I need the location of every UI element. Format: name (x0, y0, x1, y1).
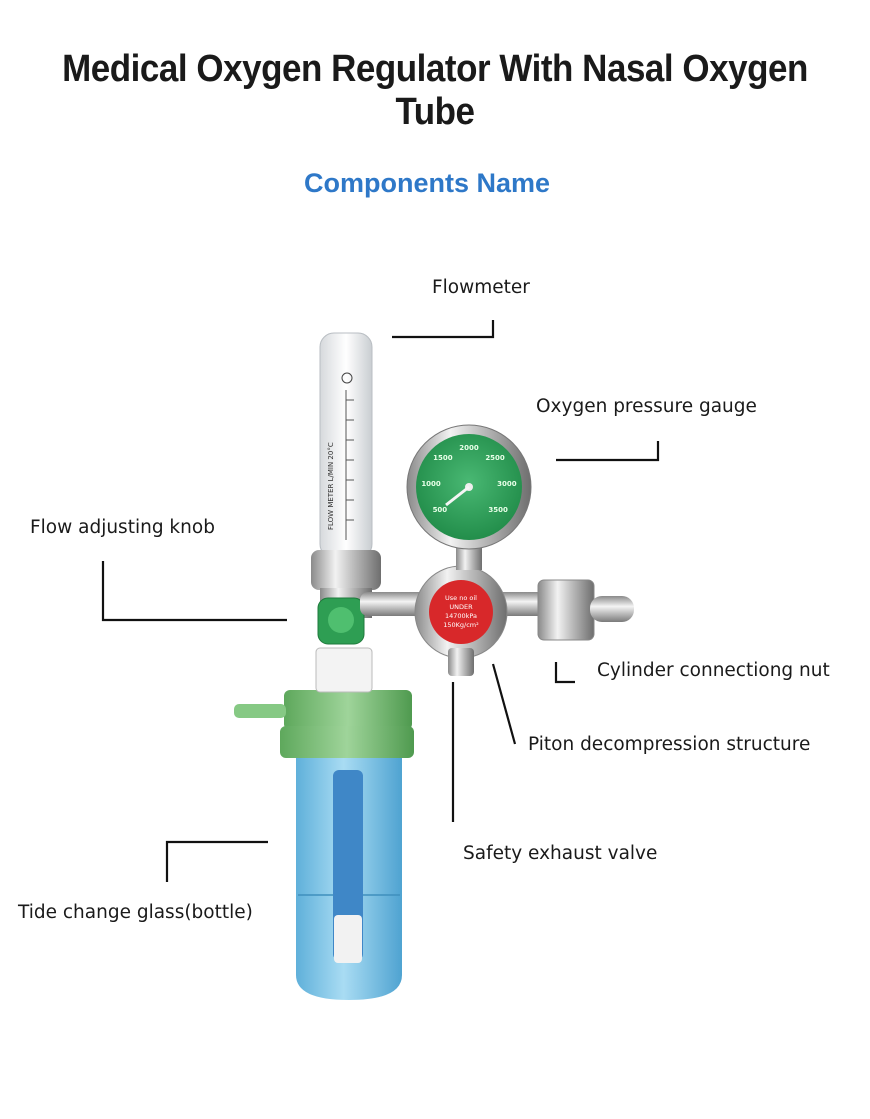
leader-knob (101, 561, 287, 622)
label-cylinder-nut: Cylinder connectiong nut (597, 660, 830, 681)
flow-knob (317, 597, 365, 645)
cylinder-nut (537, 579, 634, 641)
label-bottle: Tide change glass(bottle) (18, 902, 253, 923)
gauge-number: 2000 (459, 444, 479, 452)
flowmeter-scale-text: FLOW METER L/MIN 20°C (327, 442, 335, 530)
flowmeter-tube (311, 332, 381, 618)
warning-line: Use no oil (445, 594, 477, 602)
leader-piton (491, 663, 517, 745)
leader-bottle (165, 840, 268, 882)
section-subtitle: Components Name (303, 168, 551, 198)
leader-flowmeter (392, 320, 495, 339)
gauge-number: 1000 (421, 479, 441, 488)
label-flow-knob: Flow adjusting knob (30, 517, 215, 538)
leader-lines (101, 320, 660, 882)
gauge-number: 2500 (485, 454, 505, 463)
warning-line: 150Kg/cm² (443, 621, 479, 629)
humidifier-bottle (234, 647, 414, 1000)
label-pressure-gauge: Oxygen pressure gauge (536, 396, 757, 417)
regulator-body (360, 540, 560, 676)
leader-nut (554, 662, 575, 684)
gauge-needle (445, 485, 470, 507)
warning-line: UNDER (449, 603, 473, 611)
leader-gauge (556, 441, 660, 462)
page-title: Medical Oxygen Regulator With Nasal Oxyg… (62, 48, 808, 133)
label-piton: Piton decompression structure (528, 734, 811, 755)
gauge-number: 3500 (488, 506, 508, 515)
label-flowmeter: Flowmeter (432, 277, 530, 298)
warning-line: 14700kPa (444, 612, 478, 620)
label-safety-valve: Safety exhaust valve (463, 843, 658, 864)
gauge-number: 1500 (433, 454, 453, 463)
gauge-number: 500 (432, 506, 448, 515)
gauge-number: 3000 (497, 479, 517, 488)
